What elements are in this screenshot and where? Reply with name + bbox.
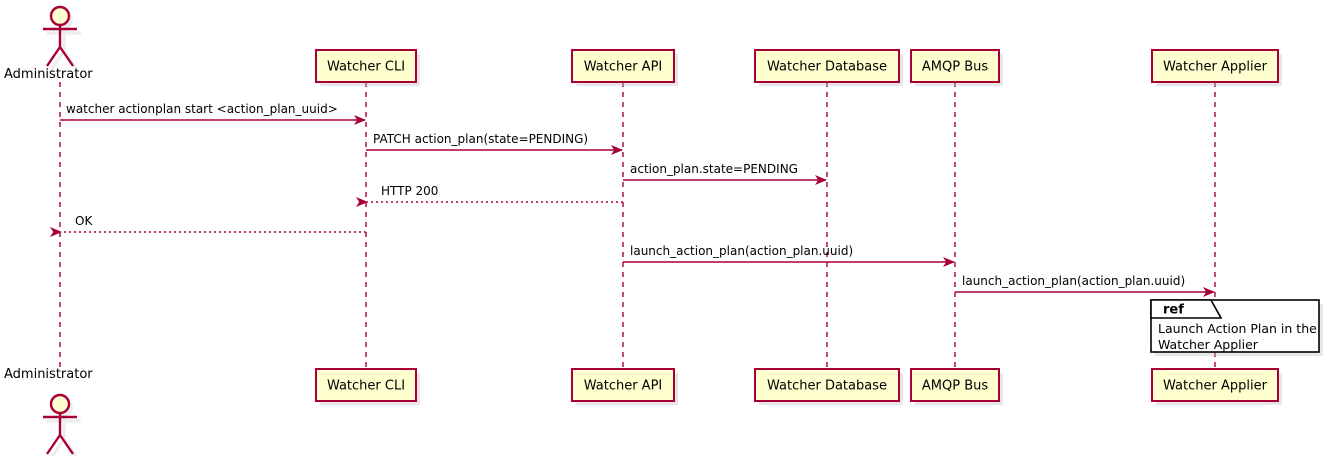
ref-tab bbox=[1150, 299, 1223, 319]
participant-box-watcher-cli-bottom[interactable]: Watcher CLI bbox=[315, 368, 420, 405]
box-rect bbox=[315, 49, 417, 83]
participant-box-watcher-applier-bottom[interactable]: Watcher Applier bbox=[1151, 368, 1282, 405]
box-rect bbox=[315, 368, 417, 402]
actor-administrator-bottom[interactable]: Administrator bbox=[4, 367, 93, 456]
box-rect bbox=[571, 49, 675, 83]
messages-layer: watcher actionplan start <action_plan_uu… bbox=[50, 102, 1215, 297]
participant-label-watcher-database: Watcher Database bbox=[767, 379, 887, 394]
box-rect bbox=[754, 368, 900, 402]
participant-boxes-layer: Watcher CLI Watcher CLI Watcher API Watcher… bbox=[315, 49, 1282, 405]
message-1-administrator-to-watcher-cli[interactable]: watcher actionplan start <action_plan_uu… bbox=[60, 102, 366, 125]
message-label: HTTP 200 bbox=[381, 184, 438, 198]
actor-head bbox=[49, 393, 71, 415]
message-label: launch_action_plan(action_plan.uuid) bbox=[962, 274, 1185, 288]
box-rect bbox=[754, 49, 900, 83]
participant-label-watcher-applier: Watcher Applier bbox=[1163, 379, 1268, 394]
participant-box-watcher-cli-top[interactable]: Watcher CLI bbox=[315, 49, 420, 86]
participant-label-amqp-bus: AMQP Bus bbox=[922, 379, 988, 394]
message-3-watcher-api-to-watcher-database[interactable]: action_plan.state=PENDING bbox=[623, 162, 827, 185]
message-7-amqp-bus-to-watcher-applier[interactable]: launch_action_plan(action_plan.uuid) bbox=[955, 274, 1215, 297]
box-rect bbox=[1151, 49, 1279, 83]
box-rect bbox=[910, 49, 1000, 83]
participant-box-watcher-database-bottom[interactable]: Watcher Database bbox=[754, 368, 903, 405]
ref-body-line-1: Launch Action Plan in the bbox=[1158, 321, 1317, 336]
box-rect bbox=[1151, 368, 1279, 402]
box-rect bbox=[571, 368, 675, 402]
lifelines-layer bbox=[59, 82, 1216, 372]
participant-label-amqp-bus: AMQP Bus bbox=[922, 60, 988, 75]
participant-box-watcher-applier-top[interactable]: Watcher Applier bbox=[1151, 49, 1282, 86]
actor-body bbox=[43, 413, 77, 455]
participant-box-amqp-bus-top[interactable]: AMQP Bus bbox=[910, 49, 1003, 86]
participant-box-watcher-database-top[interactable]: Watcher Database bbox=[754, 49, 903, 86]
message-label: action_plan.state=PENDING bbox=[630, 162, 798, 176]
participant-label-watcher-cli: Watcher CLI bbox=[327, 60, 405, 75]
participant-label-watcher-database: Watcher Database bbox=[767, 60, 887, 75]
message-label: launch_action_plan(action_plan.uuid) bbox=[630, 244, 853, 258]
box-rect bbox=[910, 368, 1000, 402]
participant-label-watcher-applier: Watcher Applier bbox=[1163, 60, 1268, 75]
ref-tab-label: ref bbox=[1163, 303, 1184, 318]
ref-body-line-2: Watcher Applier bbox=[1158, 337, 1259, 352]
actor-administrator-top[interactable]: Administrator bbox=[4, 5, 93, 82]
participant-box-watcher-api-top[interactable]: Watcher API bbox=[571, 49, 678, 86]
participant-box-amqp-bus-bottom[interactable]: AMQP Bus bbox=[910, 368, 1003, 405]
actor-body bbox=[43, 25, 77, 67]
message-label: watcher actionplan start <action_plan_uu… bbox=[66, 102, 338, 116]
message-6-watcher-api-to-amqp-bus[interactable]: launch_action_plan(action_plan.uuid) bbox=[623, 244, 955, 267]
message-label: OK bbox=[75, 214, 93, 228]
actor-label-administrator: Administrator bbox=[4, 367, 93, 382]
actor-label-administrator: Administrator bbox=[4, 67, 93, 82]
message-label: PATCH action_plan(state=PENDING) bbox=[373, 132, 588, 146]
participant-label-watcher-api: Watcher API bbox=[584, 60, 663, 75]
participant-label-watcher-api: Watcher API bbox=[584, 379, 663, 394]
participant-label-watcher-cli: Watcher CLI bbox=[327, 379, 405, 394]
actor-head bbox=[49, 5, 71, 27]
message-5-watcher-cli-to-administrator[interactable]: OK bbox=[50, 214, 366, 237]
message-4-watcher-api-to-watcher-cli[interactable]: HTTP 200 bbox=[356, 184, 623, 207]
participant-box-watcher-api-bottom[interactable]: Watcher API bbox=[571, 368, 678, 405]
message-2-watcher-cli-to-watcher-api[interactable]: PATCH action_plan(state=PENDING) bbox=[366, 132, 623, 155]
